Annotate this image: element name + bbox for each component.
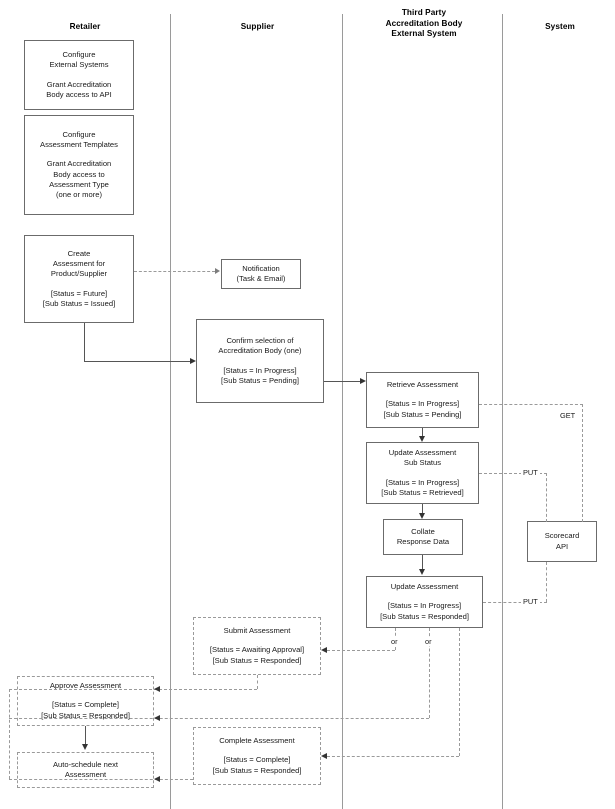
node-status: [Status = Awaiting Approval] [Sub Status…	[209, 645, 305, 665]
arrowhead-collate	[418, 513, 425, 519]
connector-submit-to-approve	[9, 689, 257, 690]
edge-label-or-2: or	[423, 637, 434, 646]
connector-branch3-horizontal	[327, 756, 459, 757]
connector-put2-horizontal	[483, 602, 547, 603]
node-status: Grant Accreditation Body access to API	[46, 79, 112, 99]
node-status: [Status = In Progress] [Sub Status = Ret…	[381, 477, 464, 497]
arrowhead-update-assessment	[418, 569, 425, 575]
node-configure-assessment-templates[interactable]: Configure Assessment Templates Grant Acc…	[24, 115, 134, 215]
connector-branch2-horizontal	[9, 718, 429, 719]
node-title: Approve Assessment	[49, 681, 122, 691]
node-status: [Status = Complete] [Sub Status = Respon…	[41, 700, 130, 720]
arrowhead-confirm-selection	[190, 357, 196, 364]
node-auto-schedule-next-assessment[interactable]: Auto-schedule next Assessment	[17, 752, 154, 788]
arrowhead-approve-assessment-2	[154, 714, 160, 721]
lane-header-system: System	[545, 22, 575, 31]
connector-confirm-to-retrieve	[324, 381, 360, 382]
arrowhead-approve-assessment-1	[154, 685, 160, 692]
connector-submit-down	[257, 675, 258, 689]
connector-branch2-vertical	[429, 628, 430, 718]
connector-put2-vertical	[546, 562, 547, 602]
connector-collate-to-update	[422, 555, 423, 569]
node-status: [Status = In Progress] [Sub Status = Res…	[380, 601, 469, 621]
connector-create-to-notification	[134, 271, 215, 272]
node-title: Update Assessment	[390, 582, 459, 592]
node-title: Configure External Systems	[49, 49, 109, 70]
arrowhead-notification	[215, 268, 220, 274]
node-status: [Status = Complete] [Sub Status = Respon…	[212, 755, 302, 775]
node-title: Notification (Task & Email)	[236, 263, 286, 283]
connector-complete-to-autoschedule	[9, 779, 193, 780]
node-title: Update Assessment Sub Status	[388, 447, 457, 468]
arrowhead-complete-assessment	[321, 752, 327, 759]
node-title: Create Assessment for Product/Supplier	[50, 248, 108, 279]
node-create-assessment[interactable]: Create Assessment for Product/Supplier […	[24, 235, 134, 323]
node-title: Complete Assessment	[219, 736, 295, 746]
node-title: Configure Assessment Templates	[40, 129, 118, 149]
node-approve-assessment[interactable]: Approve Assessment [Status = Complete] […	[17, 676, 154, 726]
node-status: [Status = Future] [Sub Status = Issued]	[42, 288, 116, 308]
node-update-assessment-sub-status[interactable]: Update Assessment Sub Status [Status = I…	[366, 442, 479, 504]
connector-approve-to-autoschedule	[85, 726, 86, 744]
connector-put1-horizontal	[479, 473, 547, 474]
node-title: Collate Response Data	[396, 526, 450, 546]
connector-update-sub-to-collate	[422, 504, 423, 513]
edge-label-put-2: PUT	[521, 597, 540, 606]
edge-label-get: GET	[558, 411, 578, 420]
arrowhead-auto-schedule	[154, 775, 160, 782]
connector-retrieve-to-update-sub	[422, 428, 423, 436]
lane-divider-1	[170, 14, 171, 809]
node-configure-external-systems[interactable]: Configure External Systems Grant Accredi…	[24, 40, 134, 110]
connector-branch3-vertical	[459, 628, 460, 756]
arrowhead-auto-schedule-down	[81, 744, 88, 750]
node-title: Scorecard API	[544, 531, 580, 551]
connector-get-vertical	[582, 404, 583, 522]
connector-branch1-horizontal	[327, 650, 395, 651]
node-title: Auto-schedule next Assessment	[52, 759, 118, 779]
connector-create-right	[84, 361, 190, 362]
edge-label-put-1: PUT	[521, 468, 540, 477]
lane-divider-2	[342, 14, 343, 809]
lane-header-supplier: Supplier	[240, 22, 275, 31]
lane-divider-3	[502, 14, 503, 809]
node-title: Retrieve Assessment	[386, 380, 459, 390]
node-status: Grant Accreditation Body access to Asses…	[46, 159, 112, 200]
node-status: [Status = In Progress] [Sub Status = Pen…	[383, 399, 462, 419]
connector-get-horizontal	[479, 404, 583, 405]
node-status: [Status = In Progress] [Sub Status = Pen…	[221, 365, 299, 385]
node-notification[interactable]: Notification (Task & Email)	[221, 259, 301, 289]
arrowhead-update-sub-status	[418, 436, 425, 442]
node-collate-response-data[interactable]: Collate Response Data	[383, 519, 463, 555]
node-title: Confirm selection of Accreditation Body …	[218, 335, 302, 356]
node-confirm-selection[interactable]: Confirm selection of Accreditation Body …	[196, 319, 324, 403]
node-retrieve-assessment[interactable]: Retrieve Assessment [Status = In Progres…	[366, 372, 479, 428]
connector-put1-vertical	[546, 473, 547, 522]
lane-header-third-party: Third Party Accreditation Body External …	[385, 8, 463, 38]
arrowhead-submit-assessment	[321, 646, 327, 653]
node-submit-assessment[interactable]: Submit Assessment [Status = Awaiting App…	[193, 617, 321, 675]
node-update-assessment[interactable]: Update Assessment [Status = In Progress]…	[366, 576, 483, 628]
connector-create-down	[84, 323, 85, 361]
arrowhead-retrieve-assessment	[360, 377, 366, 384]
node-complete-assessment[interactable]: Complete Assessment [Status = Complete] …	[193, 727, 321, 785]
lane-header-retailer: Retailer	[69, 22, 101, 31]
node-title: Submit Assessment	[223, 626, 291, 636]
connector-left-rail	[9, 689, 10, 779]
edge-label-or-1: or	[389, 637, 400, 646]
node-scorecard-api[interactable]: Scorecard API	[527, 521, 597, 562]
